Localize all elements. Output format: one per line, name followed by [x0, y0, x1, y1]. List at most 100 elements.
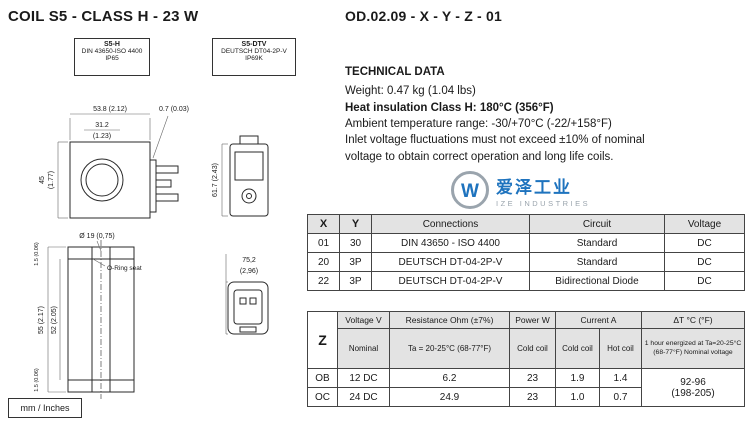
cell-power: 23 [509, 368, 556, 388]
electrical-data-table: Z Voltage V Resistance Ohm (±7%) Power W… [307, 311, 745, 407]
ize-logo: W 爱泽工业 IZE INDUSTRIES [450, 170, 590, 210]
dimension-label: 31.2 [95, 122, 109, 129]
variant-ip-rating: IP69K [245, 55, 263, 62]
dimension-label: (1.23) [93, 133, 111, 140]
deutsch-connector-view [227, 281, 269, 335]
tech-line-insulation: Heat insulation Class H: 180°C (356°F) [345, 101, 554, 114]
column-header-resistance: Resistance Ohm (±7%) [389, 311, 510, 329]
table-row: 22 3P DEUTSCH DT-04-2P-V Bidirectional D… [307, 271, 745, 291]
dimension-label: 55 (2.17) [38, 306, 45, 334]
subheader-delta-t-note: 1 hour energized at Ta=20-25°C (68-77°F)… [641, 328, 745, 369]
logo-chinese-name: 爱泽工业 [496, 177, 572, 197]
variant-standard: DIN 43650-ISO 4400 [81, 48, 143, 55]
column-header-x: X [307, 214, 340, 234]
dimension-label: Ø 19 (0,75) [79, 233, 114, 240]
z-corner-label: Z [307, 311, 338, 369]
variant-name: S5-DTV [241, 41, 267, 48]
dimension-lines-bottom [47, 240, 228, 393]
table-row: OB 12 DC 6.2 23 1.9 1.4 92-96 (198-205) [307, 368, 745, 407]
cell-cold-current: 1.0 [555, 387, 600, 407]
subheader-nominal: Nominal [337, 328, 390, 369]
dimension-label: 75,2 [242, 257, 256, 264]
technical-data-section: TECHNICAL DATA Weight: 0.47 kg (1.04 lbs… [345, 64, 743, 165]
cell-voltage: DC [664, 233, 745, 253]
technical-data-heading: TECHNICAL DATA [345, 66, 445, 78]
cell-y: 3P [339, 252, 372, 272]
variant-ip-rating: IP65 [105, 55, 119, 62]
table-row: 20 3P DEUTSCH DT-04-2P-V Standard DC [307, 252, 745, 272]
cell-circuit: Bidirectional Diode [529, 271, 665, 291]
table-subheader-row: Nominal Ta = 20-25°C (68-77°F) Cold coil… [308, 328, 745, 369]
variant-box-s5dtv: S5-DTV DEUTSCH DT04-2P-V IP69K [212, 38, 296, 76]
cell-x: 20 [307, 252, 340, 272]
table-row: OC 24 DC 24.9 23 1.0 0.7 [307, 387, 745, 407]
column-header-current: Current A [555, 311, 642, 329]
cell-voltage: DC [664, 252, 745, 272]
cell-circuit: Standard [529, 233, 665, 253]
cell-connections: DIN 43650 - ISO 4400 [371, 233, 530, 253]
dimension-label: 45 [39, 176, 46, 184]
cell-hot-current: 0.7 [599, 387, 642, 407]
cell-power: 23 [509, 387, 556, 407]
dimension-label: (2,96) [240, 268, 258, 275]
column-header-circuit: Circuit [529, 214, 665, 234]
dimension-label: 52 (2.05) [51, 306, 58, 334]
coil-side-view [67, 240, 135, 399]
cell-x: 01 [307, 233, 340, 253]
technical-drawings: 53.8 (2.12) 0.7 (0.03) 31.2 (1.23) 45 (1… [34, 106, 269, 399]
column-header-connections: Connections [371, 214, 530, 234]
subheader-cold-coil: Cold coil [509, 328, 556, 369]
tech-line-voltage-1: Inlet voltage fluctuations must not exce… [345, 134, 645, 147]
subheader-cold-coil: Cold coil [555, 328, 600, 369]
cell-connections: DEUTSCH DT-04-2P-V [371, 252, 530, 272]
delta-t-celsius: 92-96 [680, 376, 706, 388]
subheader-ta: Ta = 20-25°C (68-77°F) [389, 328, 510, 369]
coil-front-view [69, 141, 179, 219]
tech-line-weight: Weight: 0.47 kg (1.04 lbs) [345, 85, 476, 98]
column-header-y: Y [339, 214, 372, 234]
table-header-row: X Y Connections Circuit Voltage [307, 214, 745, 234]
subheader-hot-coil: Hot coil [599, 328, 642, 369]
cell-resistance: 6.2 [389, 368, 510, 388]
tech-line-voltage-2: voltage to obtain correct operation and … [345, 150, 614, 163]
cell-y: 3P [339, 271, 372, 291]
cell-voltage: 12 DC [337, 368, 390, 388]
cell-resistance: 24.9 [389, 387, 510, 407]
column-header-power: Power W [509, 311, 556, 329]
connection-options-table: X Y Connections Circuit Voltage 01 30 DI… [307, 214, 745, 291]
dimension-label: 1.5 (0.06) [34, 368, 40, 392]
dimension-label: 61.7 (2.43) [212, 163, 219, 197]
order-code: OD.02.09 - X - Y - Z - 01 [345, 8, 502, 24]
dimension-lines-top [57, 113, 228, 219]
cell-y: 30 [339, 233, 372, 253]
column-header-voltage: Voltage [664, 214, 745, 234]
ize-logo-icon: W [451, 171, 489, 209]
cell-connections: DEUTSCH DT-04-2P-V [371, 271, 530, 291]
cell-voltage: DC [664, 271, 745, 291]
logo-mark: W [461, 181, 479, 202]
table-header-row: Z Voltage V Resistance Ohm (±7%) Power W… [307, 311, 745, 369]
column-header-delta-t: ΔT °C (°F) [641, 311, 745, 329]
dimension-label: 0.7 (0.03) [159, 106, 189, 113]
cell-delta-t: 92-96 (198-205) [641, 368, 745, 407]
logo-text: 爱泽工业 IZE INDUSTRIES [496, 173, 590, 208]
dimension-labels: 53.8 (2.12) 0.7 (0.03) 31.2 (1.23) 45 (1… [34, 106, 258, 392]
oring-seat-label: O-Ring seat [107, 265, 142, 272]
cell-x: 22 [307, 271, 340, 291]
variant-standard: DEUTSCH DT04-2P-V [221, 48, 287, 55]
column-header-voltage: Voltage V [337, 311, 390, 329]
variant-name: S5-H [104, 41, 120, 48]
tech-line-ambient: Ambient temperature range: -30/+70°C (-2… [345, 117, 612, 130]
cell-cold-current: 1.9 [555, 368, 600, 388]
page-title: COIL S5 - CLASS H - 23 W [8, 8, 199, 25]
cell-voltage: 24 DC [337, 387, 390, 407]
variant-box-s5h: S5-H DIN 43650-ISO 4400 IP65 [74, 38, 150, 76]
cell-z-code: OB [307, 368, 338, 388]
din-connector-front-view [229, 135, 269, 217]
delta-t-fahrenheit: (198-205) [671, 387, 715, 399]
cell-z-code: OC [307, 387, 338, 407]
units-box: mm / Inches [8, 398, 82, 418]
dimension-label: 1.5 (0.06) [34, 242, 40, 266]
logo-english-name: IZE INDUSTRIES [496, 198, 591, 208]
